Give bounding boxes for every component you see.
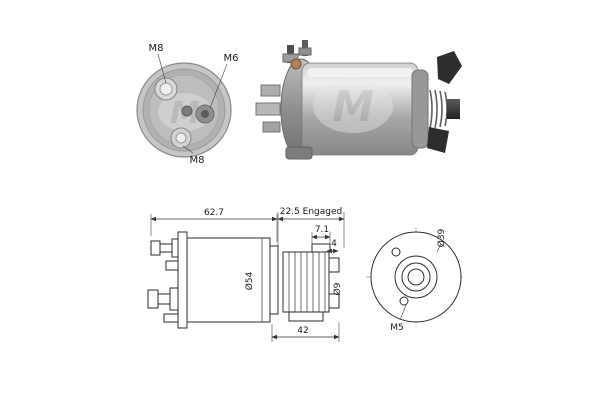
plunger-terminal-bottom (328, 293, 340, 309)
side-view-drawing: 62.7 Ø54 42 (147, 208, 340, 342)
leader-m6 (209, 63, 228, 109)
svg-text:42: 42 (297, 326, 308, 336)
center-stud (181, 105, 193, 117)
leader-m8-bottom (182, 145, 194, 154)
dimension-4: 4 (326, 239, 339, 254)
plunger-terminal-top (328, 257, 340, 273)
photo-bracket-bottom (427, 127, 449, 153)
photo-mounting-ear (285, 146, 313, 160)
svg-text:7.1: 7.1 (315, 225, 329, 235)
svg-text:4: 4 (331, 239, 337, 249)
side-view-flange (177, 231, 188, 329)
plunger-view-drawing: 22.5 Engaged 7.1 4 Ø9 (277, 207, 345, 322)
label-m8-bottom: M8 (190, 155, 205, 166)
bolt-m8-bottom (170, 127, 192, 149)
label-m8-top: M8 (149, 43, 164, 54)
bolt-m8-top (154, 77, 178, 101)
solenoid-photo: M (255, 40, 462, 160)
terminal-m6 (195, 104, 215, 124)
side-view-cap (269, 245, 279, 315)
photo-end-cap (411, 69, 429, 149)
svg-text:22.5 Engaged: 22.5 Engaged (280, 207, 342, 217)
era-watermark-logo-photo: M (313, 79, 393, 133)
copper-contact (290, 58, 302, 70)
dimension-d9: Ø9 (332, 282, 343, 295)
leader-m5 (399, 304, 407, 321)
plunger-base (288, 311, 324, 322)
side-view-bolts (147, 238, 179, 323)
terminal-end-view: M M8 M6 M8 (136, 43, 239, 166)
label-m5: M5 (390, 323, 404, 333)
plunger-ribs (288, 252, 326, 312)
dimension-42: 42 (271, 322, 340, 342)
dimension-62-7: 62.7 (150, 208, 278, 242)
label-m6: M6 (224, 53, 239, 64)
photo-terminal-studs (282, 40, 312, 70)
end-view-hole-top (391, 247, 401, 257)
end-view-drawing: Ø39 M5 (366, 227, 466, 333)
svg-text:M: M (332, 82, 374, 131)
dimension-d54: Ø54 (244, 271, 255, 290)
dimension-7-1: 7.1 (311, 225, 331, 244)
end-view-hole-m5 (399, 296, 409, 306)
dimension-d39: Ø39 (436, 228, 447, 247)
photo-bracket-top (437, 51, 462, 84)
side-view-body (186, 237, 271, 323)
svg-text:62.7: 62.7 (204, 208, 224, 218)
dimension-22-5-engaged: 22.5 Engaged (277, 207, 345, 248)
photo-plunger (447, 99, 460, 119)
photo-spring (429, 89, 448, 129)
leader-m8-top (157, 53, 167, 84)
plunger-coil-body (282, 251, 330, 313)
photo-left-studs (255, 84, 281, 133)
